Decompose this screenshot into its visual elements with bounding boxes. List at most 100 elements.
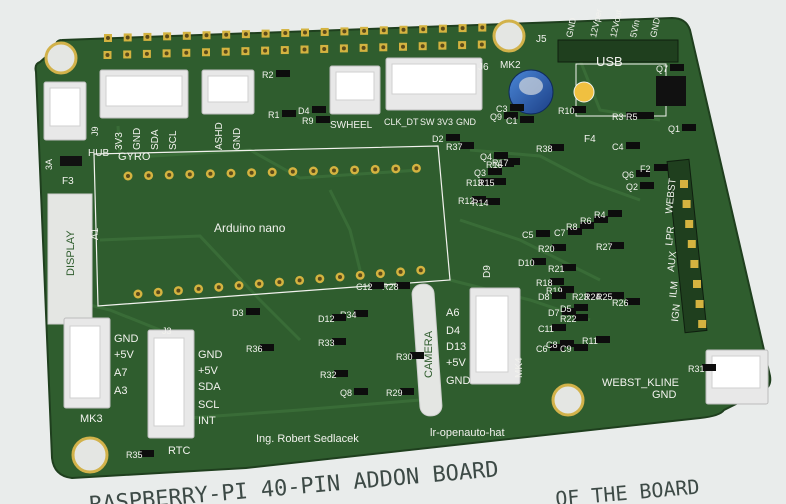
arduino-pad-hole [418,268,423,273]
connector-j8: CLK_DT SW 3V3 GND [384,57,483,127]
arduino-pad-hole [297,278,302,283]
mk4-pin-label-1: A6 [446,307,459,319]
designator-label: R37 [446,142,463,152]
smd-component [494,152,508,159]
j8-pin-label-3: 3V3 [437,117,453,127]
designator-label: R32 [320,370,337,380]
smd-component [598,292,612,299]
smd-component [552,324,566,331]
rtc-pin-label-5: INT [198,415,216,427]
designator-label: C4 [612,142,624,152]
j9-pin-label-3: SDA [150,129,161,150]
smd-component [572,106,586,113]
right-header-pin-2: LPR [664,226,677,246]
connector-j9: J9 3V3 GND SDA SCL GYRO [90,69,189,163]
gpio-pad-hole [243,49,248,54]
right-header-pad [680,180,688,188]
f3-label: F3 [62,176,74,187]
arduino-pad-hole [146,173,151,178]
mk3-pin-label-2: +5V [114,349,135,361]
smd-component [354,388,368,395]
mk4-pin-label-2: D4 [446,325,460,337]
smd-component [640,112,654,119]
smd-component [574,314,588,321]
mk3-pin-label-4: A3 [114,385,127,397]
right-header-pin-1: WEBST [664,178,679,215]
designator-label: Q2 [626,182,638,192]
gpio-pad-hole [204,50,208,55]
smd-component [536,230,550,237]
j9-caption-gyro: GYRO [118,151,151,163]
ashd-pin-label-2: GND [232,128,243,150]
smd-component [446,134,460,141]
gpio-pad-hole [401,44,405,49]
smd-component [316,116,330,123]
arduino-pad-hole [167,172,172,177]
smd-component [140,450,154,457]
smd-component [396,282,410,289]
connector-mk3: GND +5V A7 A3 MK3 [63,317,139,425]
arduino-pad-hole [270,170,275,175]
smd-component [488,168,502,175]
designator-label: D2 [432,134,444,144]
designator-label: Q4 [480,152,492,162]
gpio-pad-hole [303,30,307,35]
arduino-pad-hole [398,269,403,274]
gpio-pad-hole [381,28,386,33]
right-header-pad [682,200,691,208]
smd-component [636,170,650,177]
gpio-header-pads [103,23,487,59]
gpio-pad-hole [145,34,150,39]
ashd-pin-label-1: ASHD [214,122,225,150]
gpio-pad-hole [440,43,445,48]
smd-component [586,292,600,299]
smd-component [568,228,582,235]
arduino-pad-hole [249,170,254,175]
usb-pad [573,81,595,103]
smd-component [596,336,610,343]
smd-component [594,216,608,223]
connector-ashd: ASHD GND [201,69,255,150]
smd-component [480,178,494,185]
connector-rtc: J3 GND +5V SDA SCL INT RTC [147,326,223,457]
arduino-pad-hole [338,275,342,279]
arduino-pad-hole [257,281,262,286]
webst-pin-label-2: GND [652,389,677,401]
webst-pin-label-1: WEBST_KLINE [602,377,679,389]
a1-label: A1 [90,227,101,240]
usb-label: USB [596,54,623,69]
arduino-pad-hole [156,290,161,295]
designator-label: D5 [560,304,572,314]
designator-label: C12 [356,282,373,292]
designator-label: Q6 [622,170,634,180]
gpio-pad-hole [322,46,327,51]
camera-caption: CAMERA [423,330,435,378]
smd-component [334,370,348,377]
designator-label: R31 [688,364,705,374]
smd-component [552,244,566,251]
smd-component [472,196,486,203]
designator-label: R34 [340,310,357,320]
arduino-pad-hole [373,167,378,172]
designator-label: R15 [478,178,495,188]
gpio-pad-hole [165,34,170,39]
designator-label: R27 [596,242,613,252]
camera-slot: CAMERA [411,283,443,417]
arduino-pad-hole [317,276,322,281]
arduino-pad-hole [414,166,419,171]
arduino-nano-label: Arduino nano [214,221,286,235]
smd-component [562,308,576,315]
connector-swheel: SWHEEL [329,65,381,131]
designator-label: C1 [506,116,518,126]
smd-component [608,210,622,217]
gpio-pad-hole [420,44,425,49]
arduino-pad-hole [126,174,130,178]
designator-label: R3 [612,112,624,122]
smd-component [682,124,696,131]
designator-label: C8 [546,340,558,350]
designator-label: C3 [496,104,508,114]
j5-pin-label-4: 5Vin [628,19,641,39]
arduino-pad-hole [187,172,192,177]
gpio-pad-hole [322,29,327,34]
f4-label: F4 [584,134,596,145]
